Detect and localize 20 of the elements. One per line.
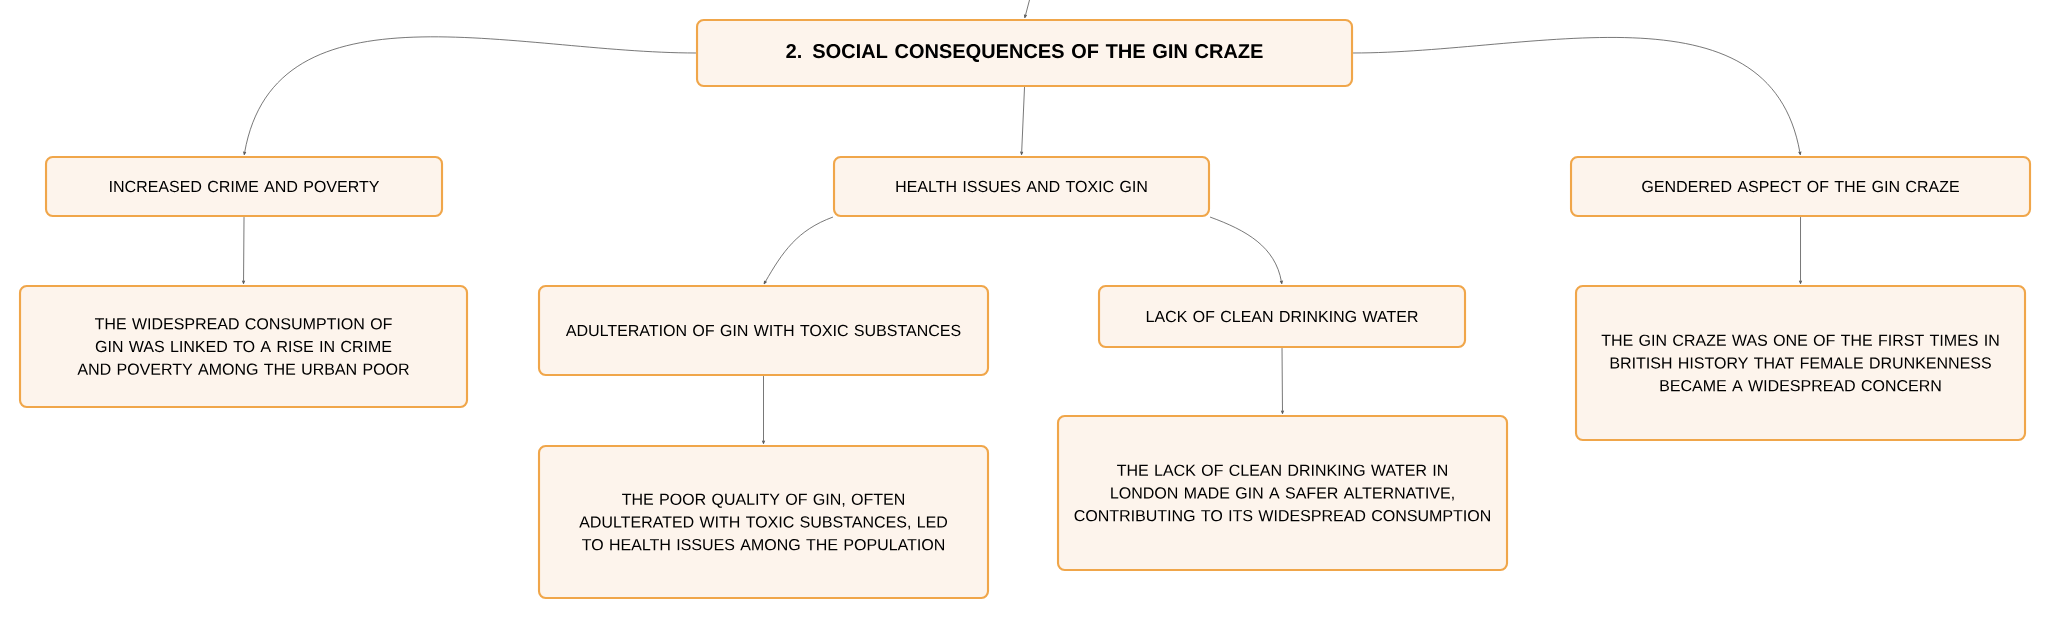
subtopic-box: INCREASED CRIME AND POVERTY — [44, 155, 444, 218]
topic-box: 2. SOCIAL CONSEQUENCES OF THE GIN CRAZE — [695, 18, 1354, 88]
arrow — [1281, 347, 1284, 415]
arrow — [1020, 86, 1025, 156]
arrow — [1209, 216, 1283, 285]
arrow — [243, 36, 697, 156]
arrow — [762, 375, 765, 445]
arrow — [763, 216, 834, 285]
arrow — [1024, 0, 1030, 19]
subtopic-box: GENDERED ASPECT OF THE GIN CRAZE — [1569, 155, 2032, 218]
arrow — [242, 216, 246, 285]
subtopic-box: THE WIDESPREAD CONSUMPTION OF GIN WAS LINKED TO A RISE IN CRIME AND POVERTY AMONG THE URBAN POOR — [18, 284, 469, 409]
subtopic-box: LACK OF CLEAN DRINKING WATER — [1097, 284, 1467, 349]
subtopic-box: THE LACK OF CLEAN DRINKING WATER IN LONDON MADE GIN A SAFER ALTERNATIVE, CONTRIBUTING TO ITS WIDESPREAD CONSUMPTION — [1056, 414, 1509, 572]
subtopic-box: HEALTH ISSUES AND TOXIC GIN — [832, 155, 1211, 218]
subtopic-box: THE GIN CRAZE WAS ONE OF THE FIRST TIMES IN BRITISH HISTORY THAT FEMALE DRUNKENNESS BECAME A WIDESPREAD CONCERN — [1574, 284, 2027, 442]
subtopic-box: ADULTERATION OF GIN WITH TOXIC SUBSTANCES — [537, 284, 990, 377]
arrow — [1799, 216, 1802, 285]
subtopic-box: THE POOR QUALITY OF GIN, OFTEN ADULTERATED WITH TOXIC SUBSTANCES, LED TO HEALTH ISSUES AMONG THE POPULATION — [537, 444, 990, 600]
arrow — [1352, 37, 1802, 156]
